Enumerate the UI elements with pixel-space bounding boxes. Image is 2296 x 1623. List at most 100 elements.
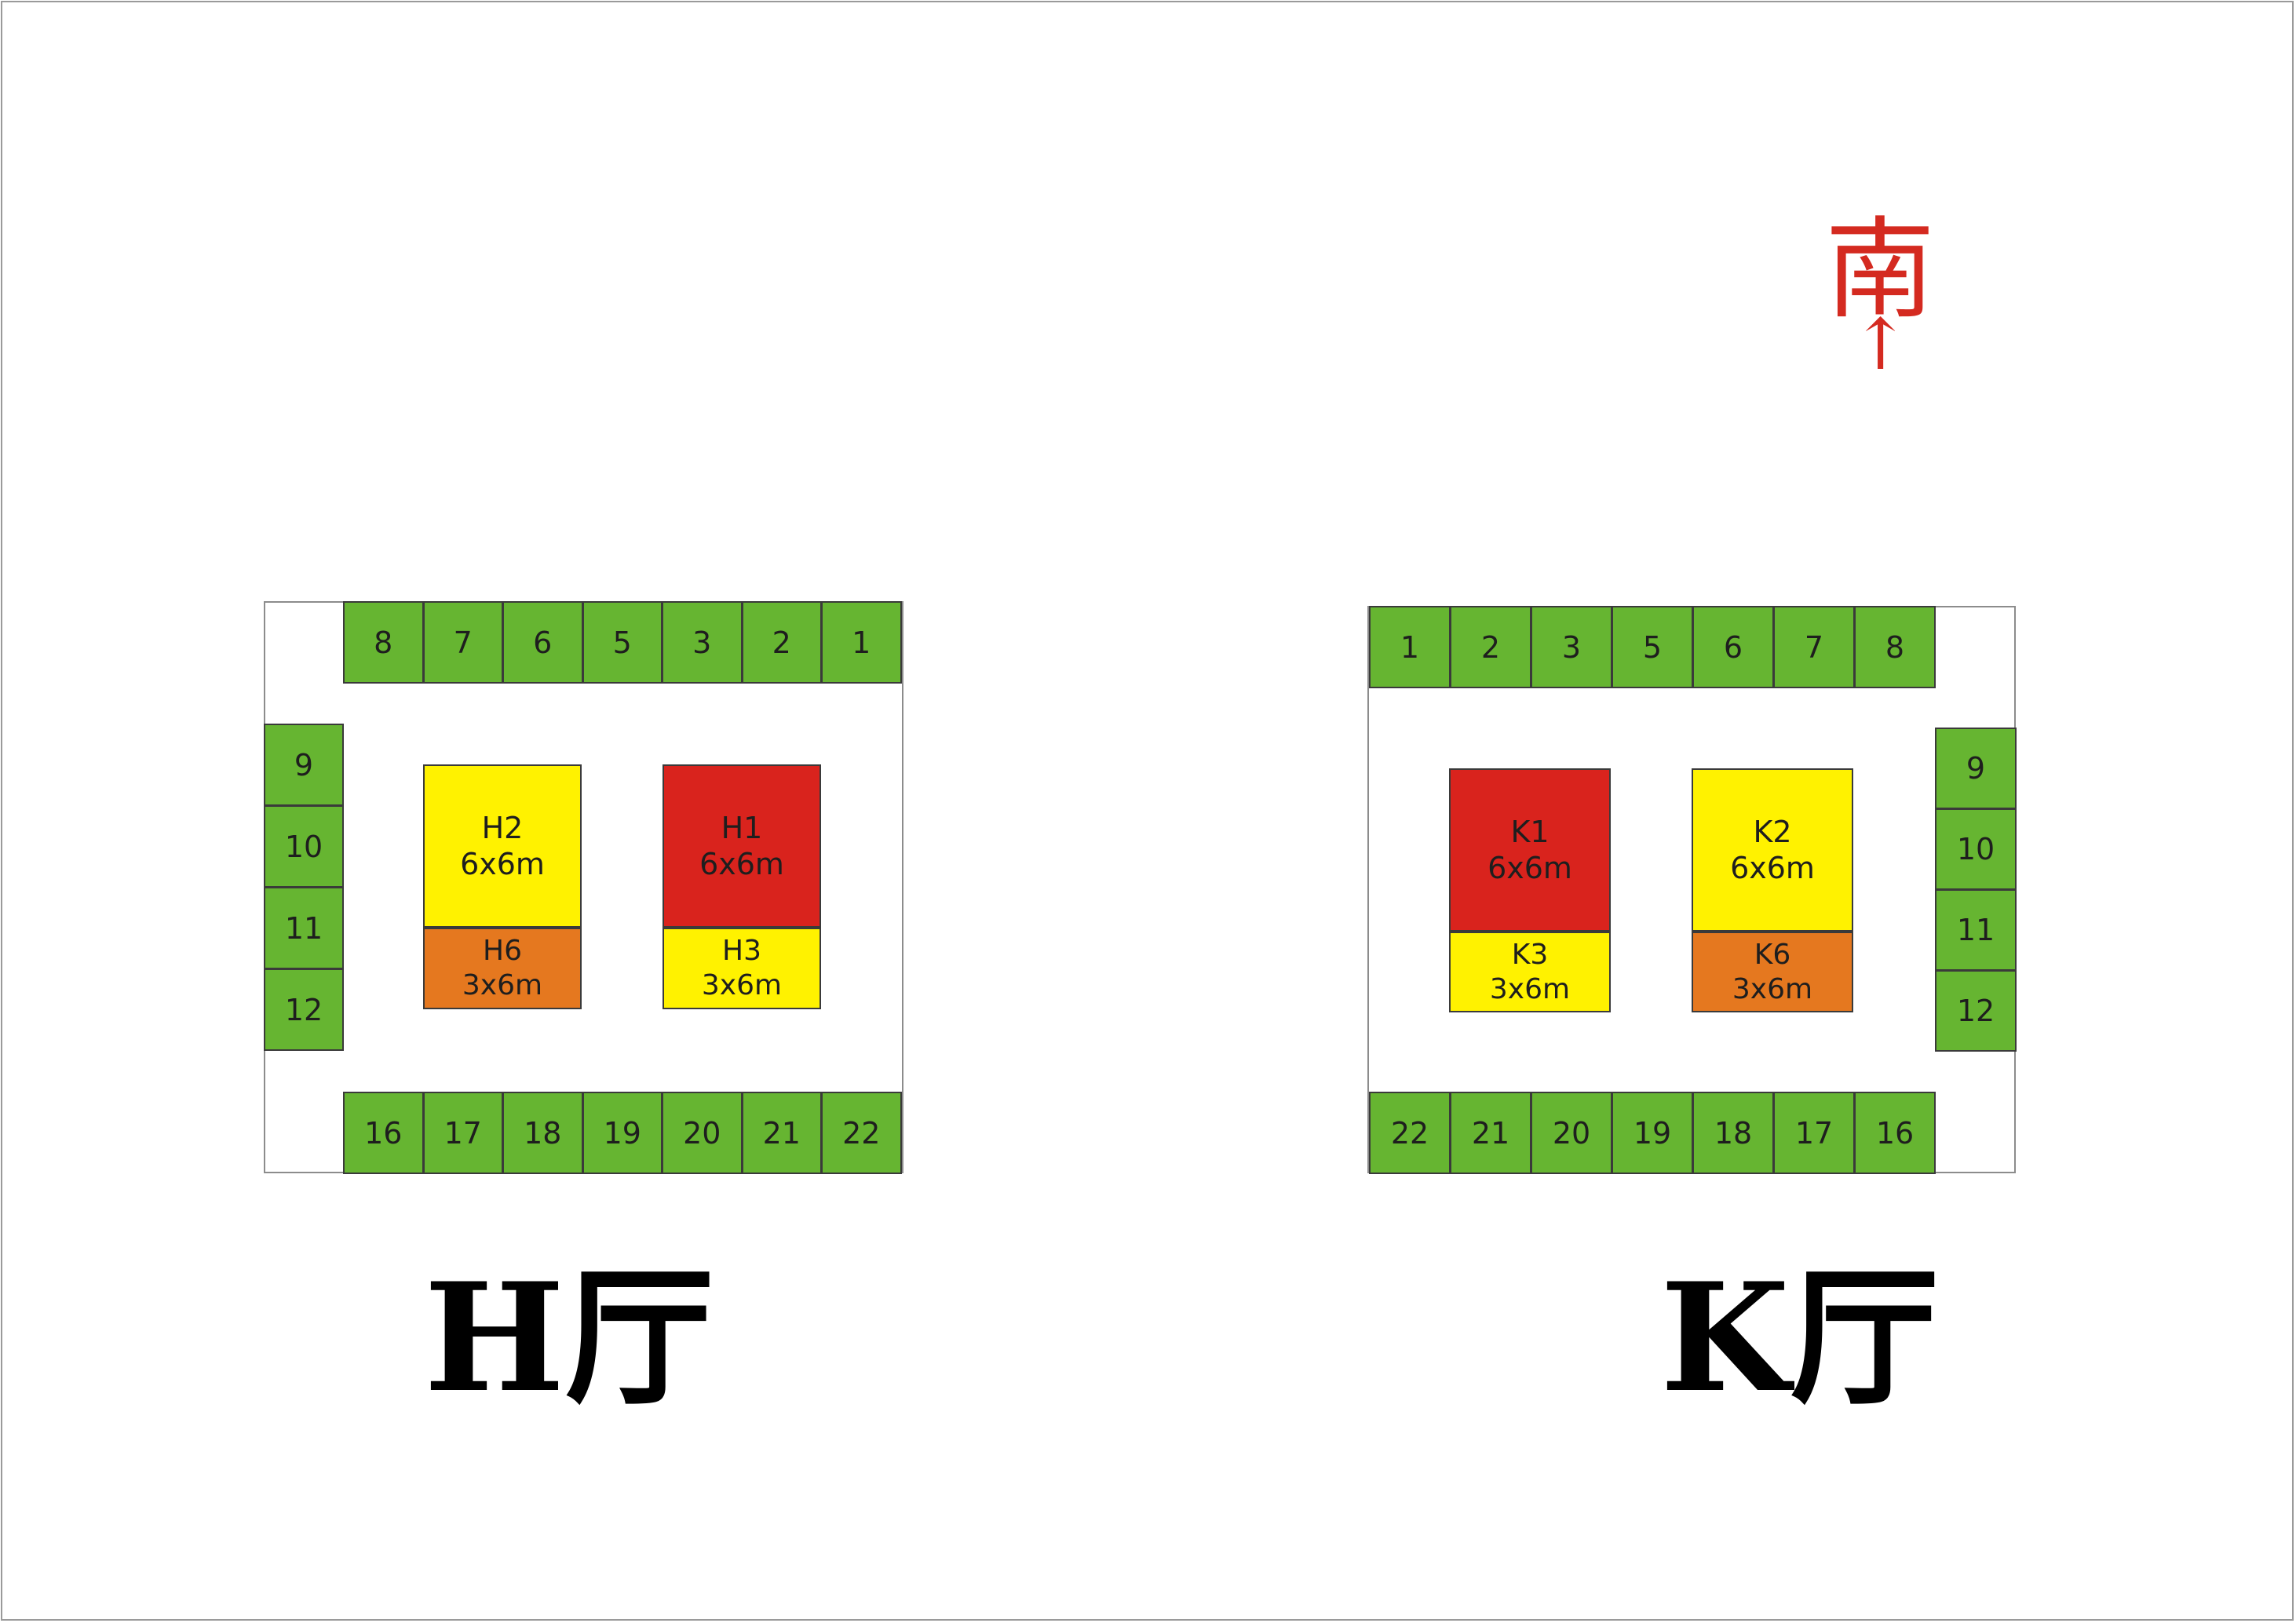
booth-number: 3 [1561,629,1582,665]
hall-h-title: H厅 [424,1250,714,1425]
booth-k-3[interactable]: 3 [1531,606,1612,688]
direction-arrow-icon: ↑ [1851,304,1911,386]
booth-size: 6x6m [699,847,784,881]
booth-number: 21 [762,1115,801,1151]
booth-number: 16 [1875,1115,1915,1151]
south-direction-label: 南 [1825,206,1936,334]
booth-number: 19 [1633,1115,1672,1151]
booth-number: 2 [1480,629,1501,665]
booth-k-17[interactable]: 17 [1773,1092,1855,1174]
booth-h-6[interactable]: 6 [502,601,583,684]
booth-h-7[interactable]: 7 [422,601,503,684]
booth-number: 16 [364,1115,403,1151]
booth-h-22[interactable]: 22 [821,1092,902,1174]
booth-k-1[interactable]: 1 [1369,606,1451,688]
booth-k-16[interactable]: 16 [1854,1092,1936,1174]
booth-h-16[interactable]: 16 [343,1092,424,1174]
booth-number: 10 [1956,832,1995,866]
hall-k-title: K厅 [1660,1250,1940,1425]
booth-number: 7 [453,625,473,660]
booth-size: 3x6m [701,969,783,1001]
booth-number: 2 [772,625,791,660]
booth-number: 10 [284,829,323,864]
booth-number: 18 [1714,1115,1753,1151]
booth-name: K6 [1754,938,1791,971]
booth-h-3[interactable]: 3 [662,601,743,684]
booth-name: H6 [483,935,522,968]
booth-number: 20 [683,1115,721,1151]
booth-h-8[interactable]: 8 [343,601,424,684]
booth-number: 22 [842,1115,881,1151]
booth-number: 8 [1885,629,1905,665]
booth-number: 1 [852,625,871,660]
booth-h-17[interactable]: 17 [422,1092,503,1174]
booth-name: K3 [1511,938,1549,971]
booth-h-1[interactable]: 1 [821,601,902,684]
booth-number: 20 [1552,1115,1591,1151]
booth-k-2[interactable]: 2 [1450,606,1531,688]
booth-number: 22 [1390,1115,1429,1151]
booth-h-21[interactable]: 21 [741,1092,822,1174]
booth-number: 5 [612,625,632,660]
booth-k-7[interactable]: 7 [1773,606,1855,688]
booth-size: 3x6m [1732,972,1813,1005]
booth-size: 6x6m [460,847,545,881]
booth-k-5[interactable]: 5 [1612,606,1693,688]
booth-size: 3x6m [1489,972,1571,1005]
booth-name: K1 [1510,814,1550,849]
booth-k-21[interactable]: 21 [1450,1092,1531,1174]
booth-number: 3 [692,625,712,660]
booth-h-5[interactable]: 5 [582,601,663,684]
booth-h-18[interactable]: 18 [502,1092,583,1174]
booth-number: 9 [1966,751,1986,786]
booth-h-12[interactable]: 12 [264,968,344,1051]
booth-name: H3 [722,935,761,968]
booth-number: 1 [1400,629,1420,665]
booth-name: K2 [1753,814,1792,849]
booth-number: 19 [603,1115,641,1151]
booth-number: 7 [1804,629,1824,665]
booth-k-8[interactable]: 8 [1854,606,1936,688]
booth-h-11[interactable]: 11 [264,887,344,969]
booth-number: 5 [1642,629,1663,665]
booth-k-6[interactable]: 6 [1692,606,1774,688]
booth-number: 12 [1956,994,1995,1028]
booth-k-9[interactable]: 9 [1935,728,2017,809]
booth-number: 18 [524,1115,562,1151]
booth-number: 6 [533,625,553,660]
booth-number: 12 [284,992,323,1027]
booth-size: 6x6m [1730,851,1815,885]
booth-k-20[interactable]: 20 [1531,1092,1612,1174]
booth-h-2[interactable]: 2 [741,601,822,684]
booth-k-12[interactable]: 12 [1935,970,2017,1052]
booth-k-18[interactable]: 18 [1692,1092,1774,1174]
booth-number: 21 [1471,1115,1510,1151]
booth-h-19[interactable]: 19 [582,1092,663,1174]
booth-number: 17 [1794,1115,1834,1151]
booth-k-10[interactable]: 10 [1935,808,2017,890]
booth-size: 6x6m [1487,851,1572,885]
booth-number: 6 [1723,629,1743,665]
booth-k-19[interactable]: 19 [1612,1092,1693,1174]
booth-number: 11 [1956,913,1995,947]
booth-size: 3x6m [462,969,543,1001]
booth-k-22[interactable]: 22 [1369,1092,1451,1174]
booth-number: 17 [444,1115,482,1151]
booth-name: H1 [721,810,763,845]
booth-h-10[interactable]: 10 [264,805,344,888]
booth-h-20[interactable]: 20 [662,1092,743,1174]
booth-number: 11 [284,910,323,946]
booth-k-11[interactable]: 11 [1935,889,2017,971]
booth-name: H2 [481,810,524,845]
booth-h-9[interactable]: 9 [264,724,344,806]
